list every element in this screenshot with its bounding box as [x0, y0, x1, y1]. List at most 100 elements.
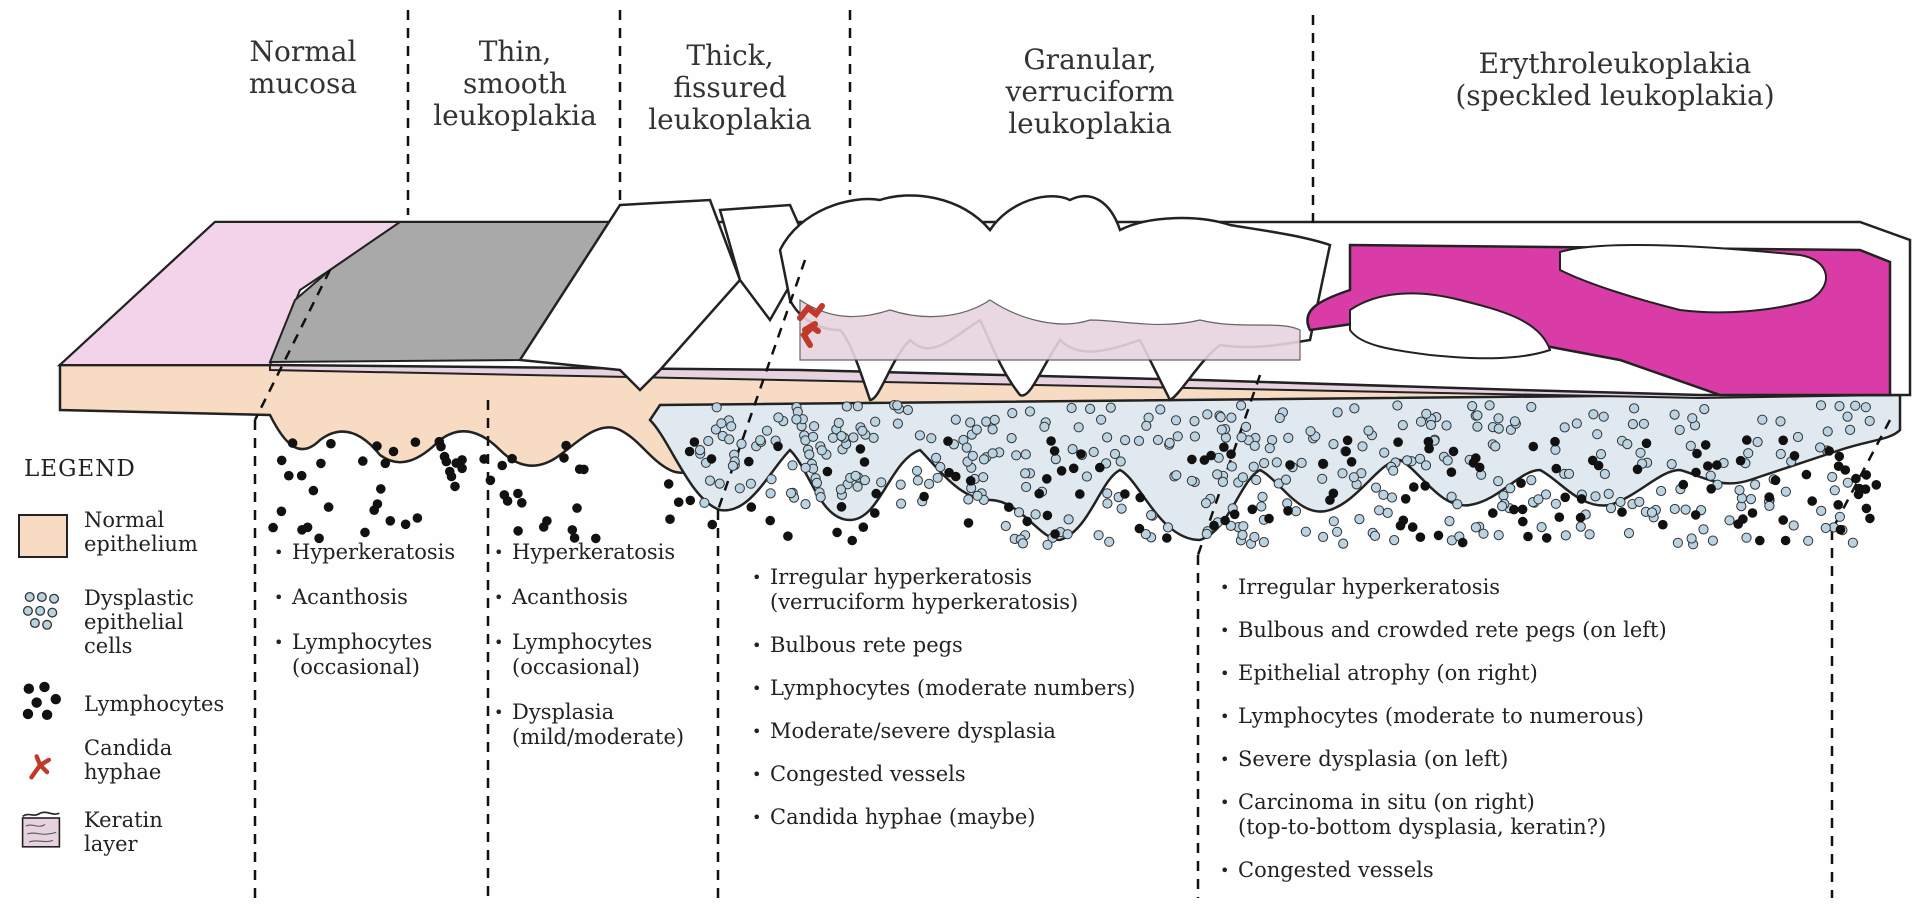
lymphocyte	[376, 484, 386, 494]
lymphocyte	[1577, 494, 1587, 504]
dysplastic-cell	[786, 489, 795, 498]
lymphocyte	[1343, 436, 1353, 446]
dysplastic-cell	[1416, 417, 1425, 426]
lymphocyte	[1642, 439, 1652, 449]
lymphocyte	[360, 528, 370, 538]
dysplastic-cell	[988, 449, 997, 458]
finding-item: Hyperkeratosis	[274, 540, 484, 565]
lymphocyte	[1488, 508, 1498, 518]
lymphocyte	[1523, 532, 1533, 542]
lymphocyte	[966, 476, 976, 486]
dysplastic-cell	[1628, 420, 1637, 429]
dysplastic-cell	[1453, 500, 1462, 509]
dysplastic-cell	[842, 402, 851, 411]
dysplastic-cell	[1635, 497, 1644, 506]
dysplastic-cell	[979, 455, 988, 464]
dysplastic-cell	[1846, 425, 1855, 434]
dysplastic-cell	[1473, 422, 1482, 431]
finding-item: Acanthosis	[274, 585, 484, 610]
dysplastic-cell	[1355, 515, 1364, 524]
lymphocyte	[303, 523, 313, 533]
dysplastic-cell	[1830, 486, 1839, 495]
dysplastic-cell	[1250, 532, 1259, 541]
dysplastic-cell	[1765, 501, 1774, 510]
legend-label: Lymphocytes	[84, 692, 224, 716]
dysplastic-cell	[1156, 405, 1165, 414]
dysplastic-cell	[1217, 425, 1226, 434]
dysplastic-cell	[1744, 449, 1753, 458]
lymphocyte	[1057, 466, 1067, 476]
legend-label: Dysplastic epithelial cells	[84, 586, 194, 658]
lymphocyte	[1329, 489, 1339, 499]
dysplastic-cell	[1021, 450, 1030, 459]
lymphocyte	[690, 437, 700, 447]
lymphocyte	[944, 468, 954, 478]
dysplastic-cell	[1657, 486, 1666, 495]
dysplastic-cell	[1021, 469, 1030, 478]
lymphocyte	[507, 454, 517, 464]
finding-item: Irregular hyperkeratosis (verruciform hy…	[752, 565, 1192, 615]
dysplastic-cell	[1393, 401, 1402, 410]
dysplastic-cell	[1527, 402, 1536, 411]
lymphocyte	[513, 489, 523, 499]
lymphocyte	[1781, 536, 1791, 546]
dysplastic-cell	[1165, 438, 1174, 447]
lymphocyte	[1424, 444, 1434, 454]
lymphocyte	[1471, 453, 1481, 463]
dysplastic-cell	[1781, 487, 1790, 496]
lymphocyte	[381, 459, 391, 469]
dysplastic-cell	[837, 432, 846, 441]
dysplastic-cell	[1835, 402, 1844, 411]
lymphocyte	[859, 522, 869, 532]
lymphocyte	[744, 457, 754, 467]
finding-item: Lymphocytes (moderate to numerous)	[1220, 704, 1820, 729]
lymphocyte	[1458, 538, 1468, 548]
lymphocyte	[1341, 447, 1351, 457]
lymphocyte	[1095, 463, 1105, 473]
dysplastic-cell	[792, 415, 801, 424]
dysplastic-cell	[1491, 442, 1500, 451]
dysplastic-cell	[1600, 469, 1609, 478]
dysplastic-cell	[700, 498, 709, 507]
dysplastic-cell	[1318, 474, 1327, 483]
dysplastic-cell	[1239, 522, 1248, 531]
dysplastic-cell	[1422, 409, 1431, 418]
dysplastic-cell	[788, 461, 797, 470]
lymphocyte	[358, 456, 368, 466]
lymphocyte	[1285, 460, 1295, 470]
lymphocyte	[442, 457, 452, 467]
dysplastic-cell	[912, 466, 921, 475]
lymphocyte	[575, 464, 585, 474]
lymphocytes-icon	[18, 680, 64, 720]
dysplastic-cell	[1589, 410, 1598, 419]
dysplastic-cell	[1051, 455, 1060, 464]
granular-leukoplakia-findings: Irregular hyperkeratosis (verruciform hy…	[752, 565, 1192, 848]
dysplastic-cell	[860, 476, 869, 485]
legend-title: LEGEND	[24, 456, 136, 482]
lymphocyte	[1703, 461, 1713, 471]
lymphocyte	[832, 528, 842, 538]
dysplastic-cell	[1865, 416, 1874, 425]
dysplastic-cell	[1319, 532, 1328, 541]
dysplastic-cell	[1843, 478, 1852, 487]
lymphocyte	[288, 438, 298, 448]
dysplastic-cell	[1861, 403, 1870, 412]
dysplastic-cell	[1551, 499, 1560, 508]
dysplastic-cell	[1821, 523, 1830, 532]
lymphocyte	[1050, 529, 1060, 539]
dysplastic-cell	[1708, 536, 1717, 545]
dysplastic-cell	[834, 418, 843, 427]
dysplastic-cell	[737, 439, 746, 448]
dysplastic-cell	[1064, 515, 1073, 524]
lymphocyte	[1075, 489, 1085, 499]
dysplastic-cell	[1485, 401, 1494, 410]
header-erythroleukoplakia: Erythroleukoplakia (speckled leukoplakia…	[1430, 48, 1800, 112]
dysplastic-cell	[1647, 508, 1656, 517]
dysplastic-cell	[915, 431, 924, 440]
dysplastic-cell	[972, 425, 981, 434]
dysplastic-cell	[871, 417, 880, 426]
lymphocyte	[559, 453, 569, 463]
dysplastic-cell	[1639, 419, 1648, 428]
dysplastic-cell	[1237, 401, 1246, 410]
dysplastic-cell	[1561, 531, 1570, 540]
